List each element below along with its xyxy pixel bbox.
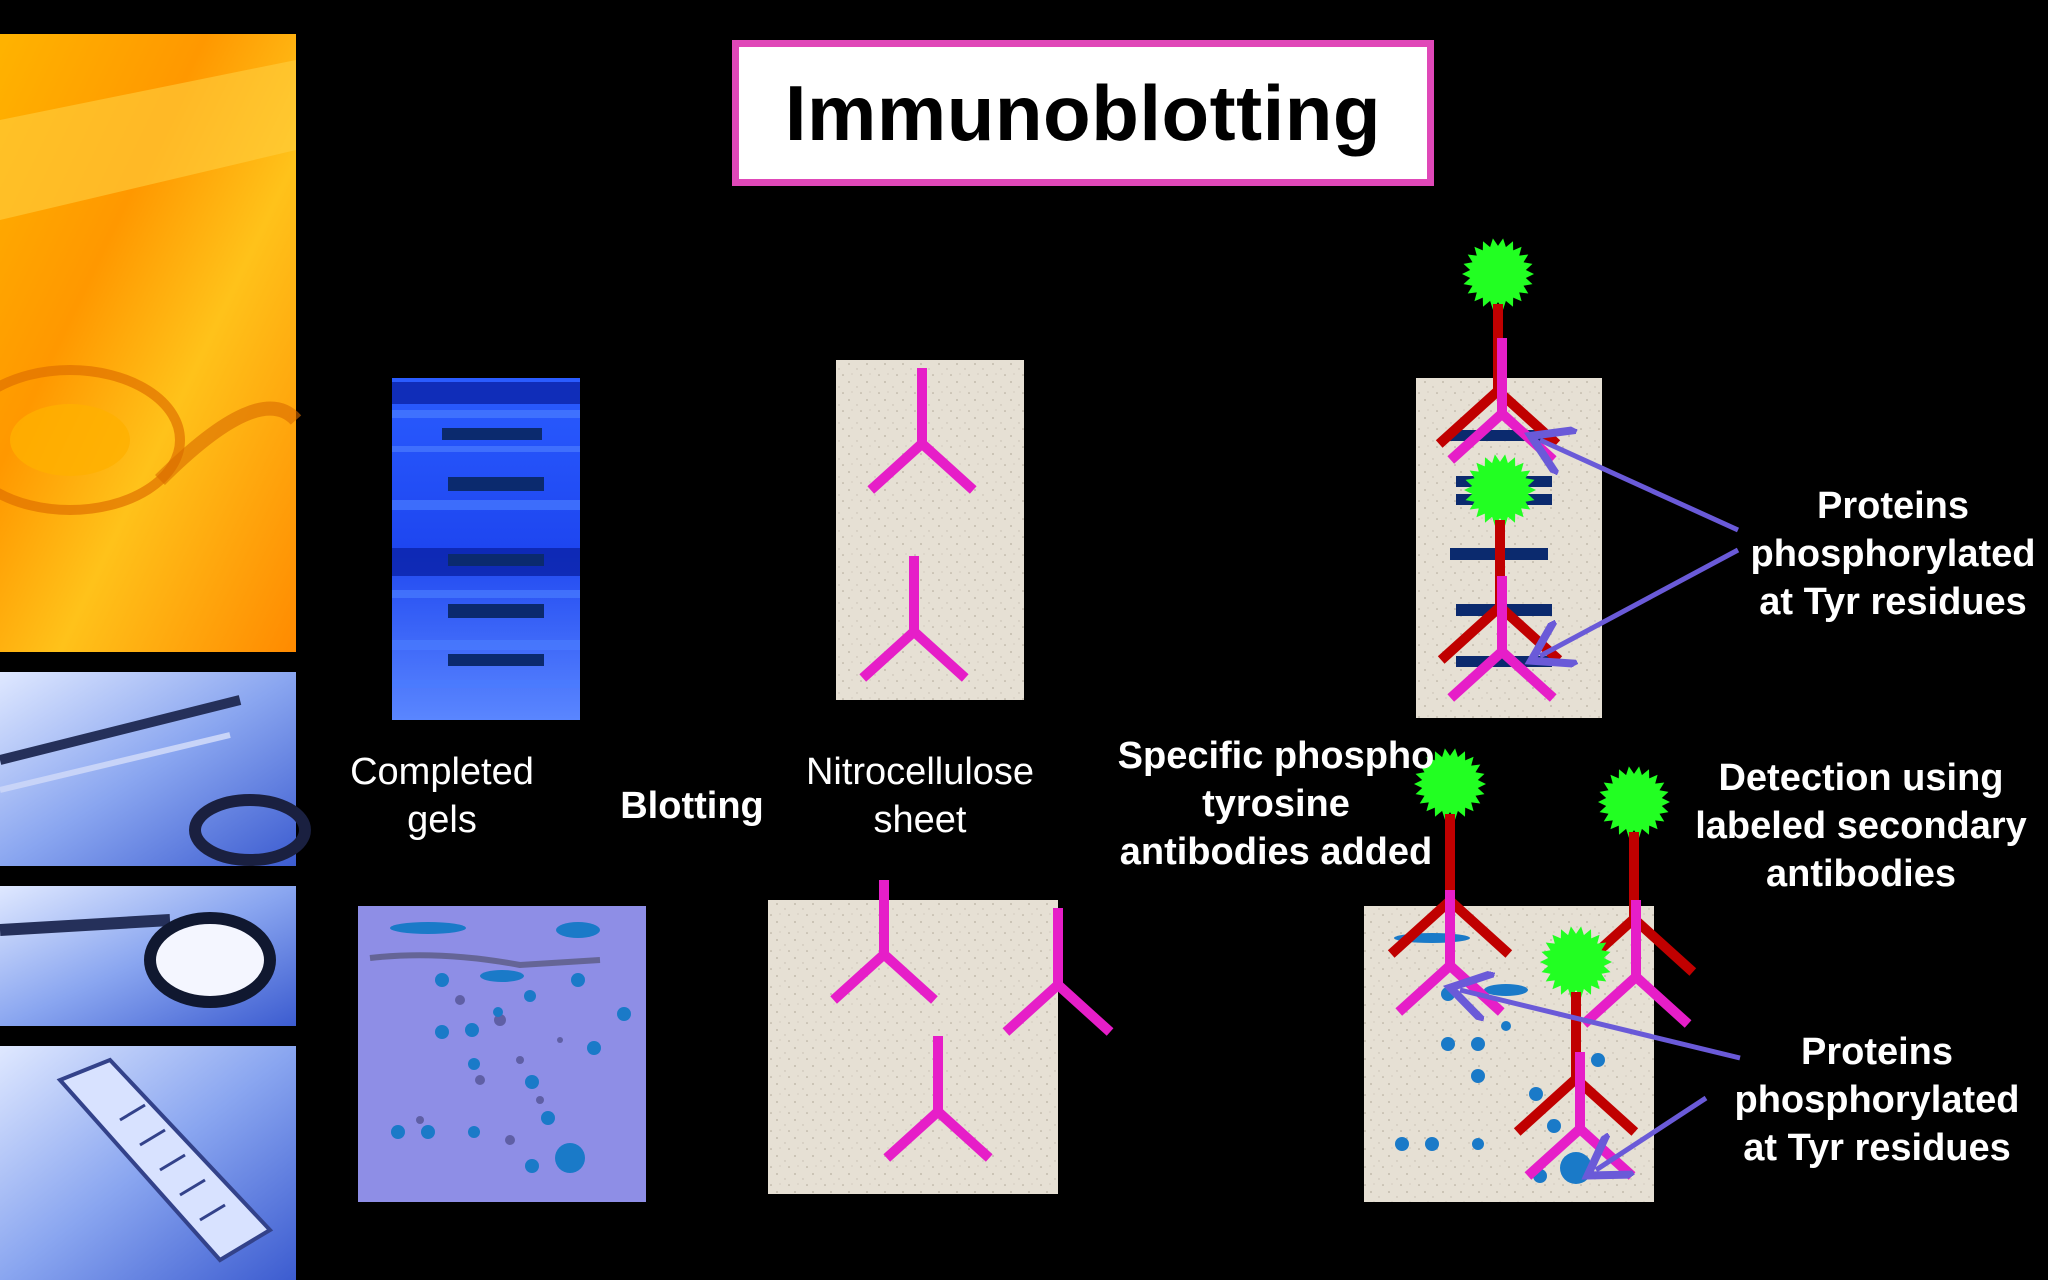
primary-antibody [1447, 576, 1557, 702]
label-proteins-top: Proteins phosphorylated at Tyr residues [1750, 485, 2036, 623]
arrow-bottom-2 [1596, 1095, 1708, 1170]
gel-band [442, 428, 544, 666]
fluorescent-label-icon [1540, 926, 1612, 998]
membrane-detection-top [1416, 378, 1602, 718]
fluorescent-label-icon [1464, 454, 1536, 526]
primary-antibody [867, 368, 977, 494]
decorative-photo-strip [0, 34, 311, 1280]
primary-antibody [830, 880, 938, 1004]
magnifier-photo-icon [0, 886, 296, 1026]
arrows [1460, 440, 1741, 1170]
completed-gel-2d [358, 906, 646, 1202]
title-frame: Immunoblotting [732, 40, 1434, 186]
arrow-bottom-1 [1460, 990, 1741, 1061]
arrow-top-1 [1540, 440, 1740, 533]
label-nitrocellulose-sheet: Nitrocellulose sheet [805, 751, 1035, 841]
primary-antibody [883, 1036, 993, 1162]
primary-antibody [859, 556, 969, 682]
arrow-top-2 [1540, 547, 1740, 656]
fluorescent-label-icon [1598, 766, 1670, 838]
completed-gel-1d [392, 378, 580, 720]
primary-antibody [1002, 908, 1114, 1036]
label-specific-antibodies: Specific phospho tyrosine antibodies add… [1117, 735, 1435, 873]
page-title: Immunoblotting [784, 68, 1382, 157]
label-detection: Detection using labeled secondary antibo… [1695, 757, 2027, 895]
label-proteins-bottom: Proteins phosphorylated at Tyr residues [1734, 1031, 2020, 1169]
fluorescent-label-icon [1414, 748, 1486, 820]
protein-spot [390, 922, 631, 1173]
syringe-photo-icon [0, 1046, 296, 1280]
stethoscope-photo-icon [0, 34, 302, 652]
secondary-antibody [1387, 814, 1513, 958]
label-blotting: Blotting [620, 785, 764, 827]
primary-antibody [1580, 900, 1692, 1028]
label-completed-gels: Completed gels [350, 751, 534, 841]
nitrocellulose-sheet-bottom [768, 900, 1058, 1194]
fluorescent-label-icon [1462, 238, 1534, 310]
tweezers-photo-icon [0, 672, 311, 866]
